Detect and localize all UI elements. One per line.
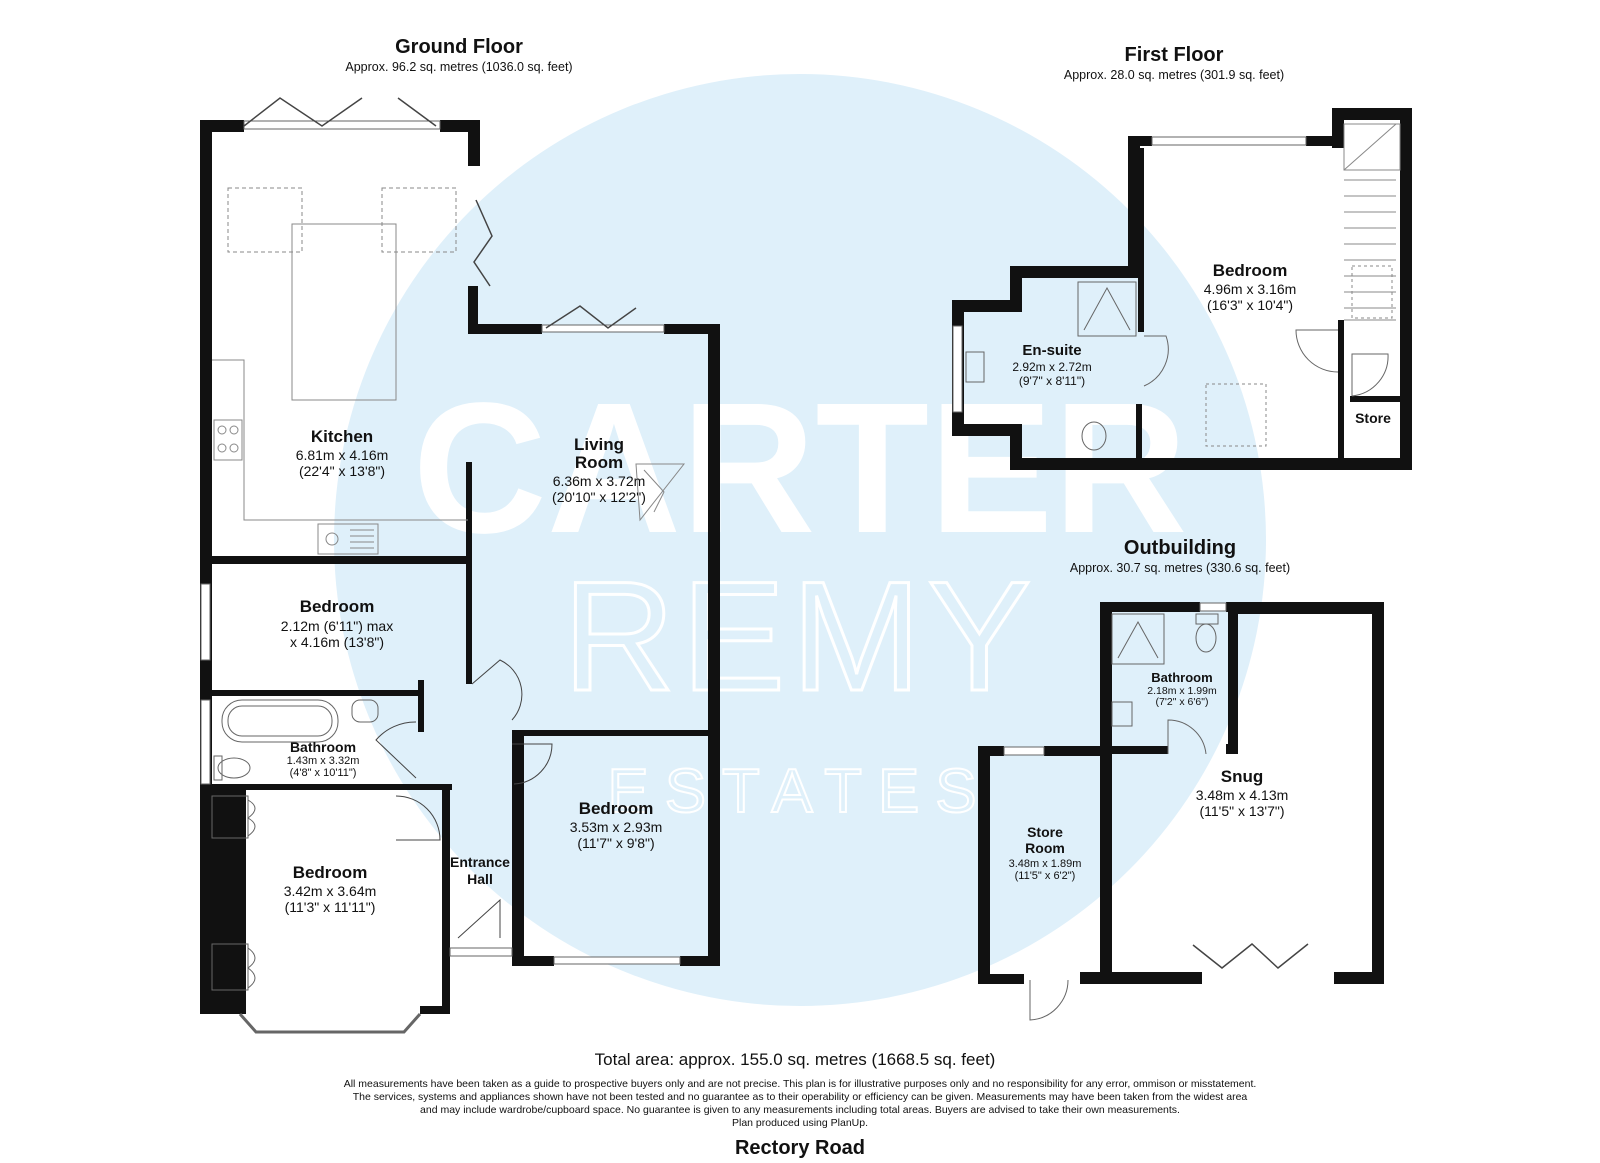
disclaimer-line-1: All measurements have been taken as a gu… bbox=[344, 1078, 1257, 1090]
ground-floor-area: Approx. 96.2 sq. metres (1036.0 sq. feet… bbox=[345, 60, 572, 74]
disclaimer-line-3: and may include wardrobe/cupboard space.… bbox=[420, 1104, 1180, 1116]
outbuilding-plan bbox=[978, 602, 1384, 1021]
ensuite-dim-m: 2.92m x 2.72m bbox=[1012, 360, 1091, 374]
disclaimer-line-4: Plan produced using PlanUp. bbox=[732, 1117, 868, 1129]
living-dim-m: 6.36m x 3.72m bbox=[553, 473, 646, 489]
living-name-line2: Room bbox=[575, 453, 623, 472]
bathroom-fittings bbox=[213, 699, 379, 781]
brand-name-line3: ESTATES bbox=[607, 757, 992, 826]
ground-floor-title: Ground Floor bbox=[395, 36, 523, 58]
ensuite-dim-ft: (9'7" x 8'11") bbox=[1019, 374, 1085, 388]
outbuilding-walls bbox=[978, 602, 1384, 984]
first-floor-title: First Floor bbox=[1125, 44, 1224, 66]
kitchen-dim-ft: (22'4" x 13'8") bbox=[299, 463, 385, 479]
brand-name-line2: REMY bbox=[563, 550, 1038, 724]
first-floor-area: Approx. 28.0 sq. metres (301.9 sq. feet) bbox=[1064, 68, 1284, 82]
first-floor-stairs bbox=[1205, 123, 1401, 447]
hall-name-line1: Entrance bbox=[450, 854, 510, 870]
snug-dim-ft: (11'5" x 13'7") bbox=[1199, 803, 1284, 819]
bedroom-small-dim-m: 2.12m (6'11") max bbox=[281, 618, 393, 634]
hall-name-line2: Hall bbox=[467, 871, 493, 887]
bedroom-first-dim-m: 4.96m x 3.16m bbox=[1204, 281, 1297, 297]
outbuilding-area: Approx. 30.7 sq. metres (330.6 sq. feet) bbox=[1070, 561, 1290, 575]
ground-floor-walls bbox=[200, 120, 720, 1014]
total-area: Total area: approx. 155.0 sq. metres (16… bbox=[595, 1050, 996, 1069]
bedroom-first-name: Bedroom bbox=[1213, 261, 1288, 280]
kitchen-dim-m: 6.81m x 4.16m bbox=[296, 447, 389, 463]
road-name: Rectory Road bbox=[735, 1137, 865, 1159]
kitchen-fittings bbox=[212, 187, 468, 555]
bathroom-ground-dim-m: 1.43m x 3.32m bbox=[287, 755, 360, 767]
ground-floor-plan bbox=[200, 97, 1309, 1034]
bathroom-ground-dim-ft: (4'8" x 10'11") bbox=[290, 767, 357, 779]
wardrobes bbox=[211, 795, 256, 991]
bedroom-front-dim-ft: (11'3" x 11'11") bbox=[285, 899, 376, 915]
ground-floor-doors bbox=[375, 659, 553, 939]
first-floor-plan bbox=[952, 108, 1412, 470]
bathroom-out-dim-ft: (7'2" x 6'6") bbox=[1156, 696, 1209, 708]
bedroom-first-dim-ft: (16'3" x 10'4") bbox=[1207, 297, 1293, 313]
bathroom-ground-name: Bathroom bbox=[290, 739, 356, 755]
bedroom-mid-name: Bedroom bbox=[579, 799, 654, 818]
disclaimer-line-2: The services, systems and appliances sho… bbox=[353, 1091, 1248, 1103]
ground-floor-windows bbox=[200, 120, 681, 1034]
snug-name: Snug bbox=[1221, 767, 1264, 786]
bedroom-small-dim-ft: x 4.16m (13'8") bbox=[290, 634, 384, 650]
bedroom-mid-dim-ft: (11'7" x 9'8") bbox=[577, 835, 654, 851]
ensuite-fittings bbox=[965, 281, 1389, 451]
store-room-name-line2: Room bbox=[1025, 840, 1065, 856]
bedroom-small-name: Bedroom bbox=[300, 597, 375, 616]
floor-titles: Ground Floor Approx. 96.2 sq. metres (10… bbox=[345, 36, 1290, 575]
store-room-dim-ft: (11'5" x 6'2") bbox=[1015, 870, 1076, 882]
store-room-name-line1: Store bbox=[1027, 824, 1063, 840]
bathroom-out-name: Bathroom bbox=[1151, 670, 1212, 685]
snug-dim-m: 3.48m x 4.13m bbox=[1196, 787, 1289, 803]
ensuite-name: En-suite bbox=[1022, 342, 1081, 359]
bedroom-mid-dim-m: 3.53m x 2.93m bbox=[570, 819, 663, 835]
outbuilding-windows bbox=[1003, 602, 1227, 756]
store-first-name: Store bbox=[1355, 410, 1391, 426]
first-floor-walls bbox=[952, 108, 1412, 470]
footer: Total area: approx. 155.0 sq. metres (16… bbox=[344, 1050, 1257, 1159]
outbuilding-title: Outbuilding bbox=[1124, 537, 1236, 559]
kitchen-name: Kitchen bbox=[311, 427, 373, 446]
living-name-line1: Living bbox=[574, 435, 624, 454]
brand-watermark-circle bbox=[334, 74, 1266, 1006]
room-labels: Kitchen 6.81m x 4.16m (22'4" x 13'8") Li… bbox=[281, 261, 1391, 915]
bedroom-front-dim-m: 3.42m x 3.64m bbox=[284, 883, 377, 899]
outbuilding-fittings bbox=[1029, 613, 1219, 1021]
stairs-icon bbox=[635, 463, 686, 522]
living-dim-ft: (20'10" x 12'2") bbox=[552, 489, 646, 505]
bathroom-out-dim-m: 2.18m x 1.99m bbox=[1147, 685, 1217, 697]
store-room-dim-m: 3.48m x 1.89m bbox=[1009, 858, 1082, 870]
bedroom-front-name: Bedroom bbox=[293, 863, 368, 882]
bifold-doors bbox=[243, 97, 1309, 969]
first-floor-windows bbox=[952, 136, 1307, 413]
